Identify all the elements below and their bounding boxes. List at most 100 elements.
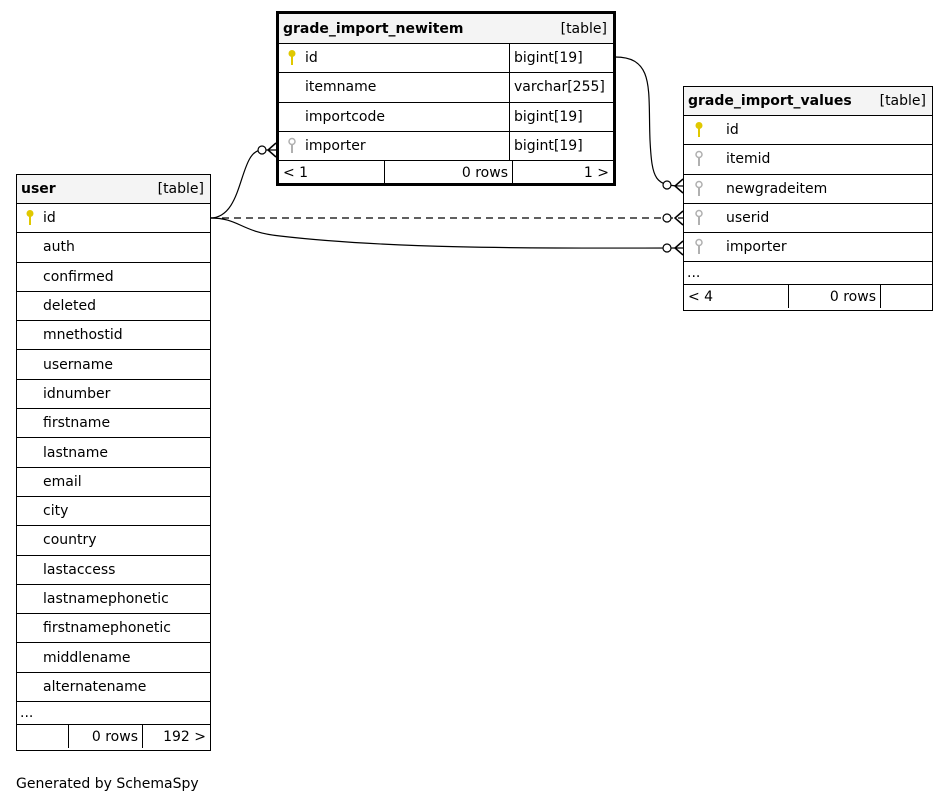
table-header: grade_import_newitem [table] bbox=[279, 14, 613, 44]
table-header: user [table] bbox=[17, 175, 210, 204]
generated-by-label: Generated by SchemaSpy bbox=[16, 776, 199, 792]
column-name: newgradeitem bbox=[726, 180, 828, 197]
foreign-key-icon bbox=[684, 238, 714, 256]
column-row[interactable]: email bbox=[17, 468, 210, 497]
primary-key-icon bbox=[279, 49, 305, 67]
column-type: bigint[19] bbox=[509, 44, 613, 73]
row-count: 0 rows bbox=[68, 725, 142, 749]
column-row[interactable]: importer bigint[19] bbox=[279, 131, 613, 162]
column-row[interactable]: idnumber bbox=[17, 380, 210, 410]
table-kind: [table] bbox=[560, 20, 607, 37]
table-name: user bbox=[21, 181, 56, 197]
column-row[interactable]: firstname bbox=[17, 409, 210, 439]
column-name: firstnamephonetic bbox=[43, 620, 171, 637]
column-name: lastname bbox=[43, 444, 108, 461]
column-row[interactable]: city bbox=[17, 497, 210, 527]
primary-key-icon bbox=[17, 209, 43, 227]
table-grade-import-newitem[interactable]: grade_import_newitem [table] id bigint[1… bbox=[276, 11, 616, 186]
edge-values-importer-user bbox=[209, 217, 684, 249]
table-footer: < 4 0 rows bbox=[684, 285, 932, 309]
edge-values-newgradeitem-newitem bbox=[614, 56, 684, 187]
column-row[interactable]: id bigint[19] bbox=[279, 44, 613, 74]
edge-newitem-importer-user bbox=[209, 149, 276, 219]
column-row[interactable]: lastnamephonetic bbox=[17, 585, 210, 615]
column-name: importer bbox=[726, 239, 787, 256]
edge-crowfoot bbox=[673, 240, 684, 256]
edge-marker bbox=[257, 145, 267, 155]
parents-count[interactable]: < 1 bbox=[283, 164, 309, 181]
column-row[interactable]: auth bbox=[17, 233, 210, 263]
column-name: id bbox=[726, 122, 739, 139]
more-columns: ... bbox=[684, 262, 932, 286]
edge-marker bbox=[662, 180, 672, 190]
column-row[interactable]: importer bbox=[684, 233, 932, 263]
column-name: deleted bbox=[43, 298, 96, 315]
column-name: importcode bbox=[305, 108, 385, 125]
column-row[interactable]: firstnamephonetic bbox=[17, 614, 210, 644]
column-name: importer bbox=[305, 138, 366, 155]
column-name: alternatename bbox=[43, 678, 147, 695]
table-grade-import-values[interactable]: grade_import_values [table] id itemid ne… bbox=[683, 86, 933, 311]
edge-marker bbox=[662, 213, 672, 223]
edge-crowfoot bbox=[266, 142, 277, 158]
column-name: city bbox=[43, 503, 69, 520]
column-type: varchar[255] bbox=[509, 73, 613, 102]
children-count[interactable] bbox=[880, 285, 932, 309]
column-row[interactable]: mnethostid bbox=[17, 321, 210, 351]
foreign-key-icon bbox=[684, 150, 714, 168]
column-name: country bbox=[43, 532, 97, 549]
row-count: 0 rows bbox=[384, 161, 512, 185]
column-row[interactable]: lastaccess bbox=[17, 556, 210, 585]
column-name: lastaccess bbox=[43, 561, 116, 578]
column-row[interactable]: country bbox=[17, 526, 210, 556]
column-row[interactable]: username bbox=[17, 350, 210, 380]
column-row[interactable]: lastname bbox=[17, 438, 210, 468]
column-row[interactable]: deleted bbox=[17, 292, 210, 322]
column-name: id bbox=[43, 210, 56, 227]
column-name: auth bbox=[43, 239, 75, 256]
edge-crowfoot bbox=[673, 178, 684, 194]
column-row[interactable]: newgradeitem bbox=[684, 175, 932, 204]
foreign-key-icon bbox=[684, 209, 714, 227]
column-row[interactable]: middlename bbox=[17, 643, 210, 673]
column-type: bigint[19] bbox=[509, 131, 613, 161]
table-name: grade_import_newitem bbox=[283, 20, 464, 37]
column-name: firstname bbox=[43, 415, 111, 432]
column-name: email bbox=[43, 473, 82, 490]
column-name: idnumber bbox=[43, 385, 111, 402]
parents-count[interactable]: < 4 bbox=[688, 288, 714, 305]
table-footer: < 1 0 rows 1 > bbox=[279, 161, 613, 185]
foreign-key-icon bbox=[279, 137, 305, 155]
column-row[interactable]: importcode bigint[19] bbox=[279, 102, 613, 132]
column-name: id bbox=[305, 50, 318, 67]
more-columns: ... bbox=[17, 702, 210, 726]
column-name: mnethostid bbox=[43, 327, 123, 344]
children-count[interactable]: 192 > bbox=[142, 725, 210, 749]
column-row[interactable]: confirmed bbox=[17, 263, 210, 292]
column-row[interactable]: alternatename bbox=[17, 673, 210, 703]
column-row[interactable]: itemname varchar[255] bbox=[279, 73, 613, 103]
table-kind: [table] bbox=[879, 93, 926, 109]
children-count[interactable]: 1 > bbox=[512, 161, 613, 185]
column-row[interactable]: id bbox=[684, 116, 932, 146]
parents-count[interactable] bbox=[17, 725, 68, 748]
edge-marker bbox=[662, 243, 672, 253]
column-name: middlename bbox=[43, 649, 131, 666]
foreign-key-icon bbox=[684, 180, 714, 198]
column-name: itemid bbox=[726, 151, 771, 168]
column-name: itemname bbox=[305, 79, 377, 96]
primary-key-icon bbox=[684, 121, 714, 139]
column-name: confirmed bbox=[43, 268, 114, 285]
table-user[interactable]: user [table] id auth confirmed deleted m… bbox=[16, 174, 211, 751]
table-kind: [table] bbox=[157, 181, 204, 197]
edge-crowfoot bbox=[673, 210, 684, 226]
column-row[interactable]: itemid bbox=[684, 145, 932, 175]
table-header: grade_import_values [table] bbox=[684, 87, 932, 116]
column-row[interactable]: id bbox=[17, 204, 210, 234]
table-footer: 0 rows 192 > bbox=[17, 725, 210, 749]
column-name: username bbox=[43, 356, 113, 373]
column-name: lastnamephonetic bbox=[43, 591, 169, 607]
column-row[interactable]: userid bbox=[684, 204, 932, 234]
table-name: grade_import_values bbox=[688, 93, 852, 109]
